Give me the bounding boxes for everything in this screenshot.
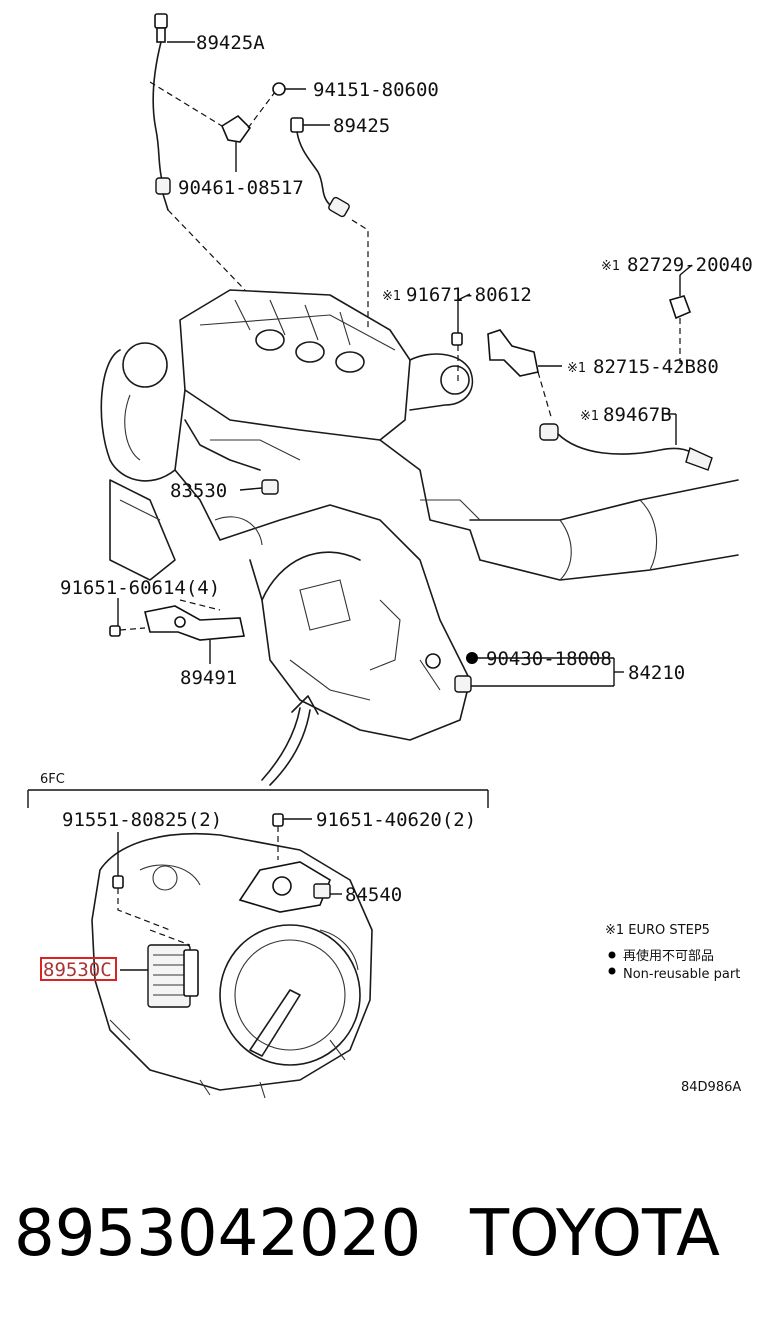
ecu-89530c[interactable] [147,944,199,1008]
label-82729-20040[interactable]: 82729-20040 [627,254,753,276]
euro-mark-91671: ※1 [382,289,401,304]
legend-euro-step5: ※1 EURO STEP5 [605,923,710,938]
label-89425a[interactable]: 89425A [196,32,265,54]
bolt-91651-60614[interactable] [109,625,121,637]
clamp-90461-08517[interactable] [220,114,252,143]
section-bracket-6fc [27,789,489,808]
bolt-94151-80600[interactable] [272,82,286,96]
oxygen-sensor-89425a[interactable] [152,13,171,211]
engine-assembly-drawing [100,289,739,741]
euro-mark-82715: ※1 [567,361,586,376]
label-89467b[interactable]: 89467B [603,404,672,426]
bolt-91551-80825[interactable] [112,875,124,889]
diagram-code: 84D986A [681,1080,741,1095]
oxygen-sensor-89467b[interactable] [539,423,713,471]
label-84540[interactable]: 84540 [345,884,402,906]
sensor-89491[interactable] [144,605,245,641]
label-89491[interactable]: 89491 [180,667,237,689]
euro-mark-82729: ※1 [601,259,620,274]
gasket-90430-18008[interactable] [425,652,478,669]
oil-pressure-switch-83530[interactable] [261,479,279,495]
label-84210[interactable]: 84210 [628,662,685,684]
switch-84210[interactable] [454,675,472,693]
label-82715-42b80[interactable]: 82715-42B80 [593,356,719,378]
euro-mark-89467b: ※1 [580,409,599,424]
legend-non-reusable-jp: 再使用不可部品 [623,948,714,964]
label-94151-80600[interactable]: 94151-80600 [313,79,439,101]
label-83530[interactable]: 83530 [170,480,227,502]
arrow-indicator [261,695,319,786]
footer-brand: TOYOTA [469,1197,720,1271]
switch-84540[interactable] [238,861,331,913]
legend-bullet-icon [608,951,616,959]
label-89530c[interactable]: 89530C [43,959,112,981]
label-90430-18008[interactable]: 90430-18008 [486,648,612,670]
label-91651-40620[interactable]: 91651-40620(2) [316,809,476,831]
highlight-box-89530c [40,957,117,981]
label-91651-60614[interactable]: 91651-60614(4) [60,577,220,599]
bolt-91671-80612[interactable] [451,332,463,346]
bracket-82715-42b80[interactable] [487,329,539,377]
label-89425[interactable]: 89425 [333,115,390,137]
transmission-drawing [91,832,373,1099]
label-90461-08517[interactable]: 90461-08517 [178,177,304,199]
label-91551-80825[interactable]: 91551-80825(2) [62,809,222,831]
label-section-6fc: 6FC [40,772,65,787]
legend-non-reusable-en: Non-reusable part [623,967,740,982]
label-91671-80612[interactable]: 91671-80612 [406,284,532,306]
bolt-91651-40620[interactable] [272,813,284,827]
clip-82729-20040[interactable] [668,295,692,320]
footer-part-number: 8953042020 [14,1197,421,1271]
legend-bullet-icon [608,967,616,975]
